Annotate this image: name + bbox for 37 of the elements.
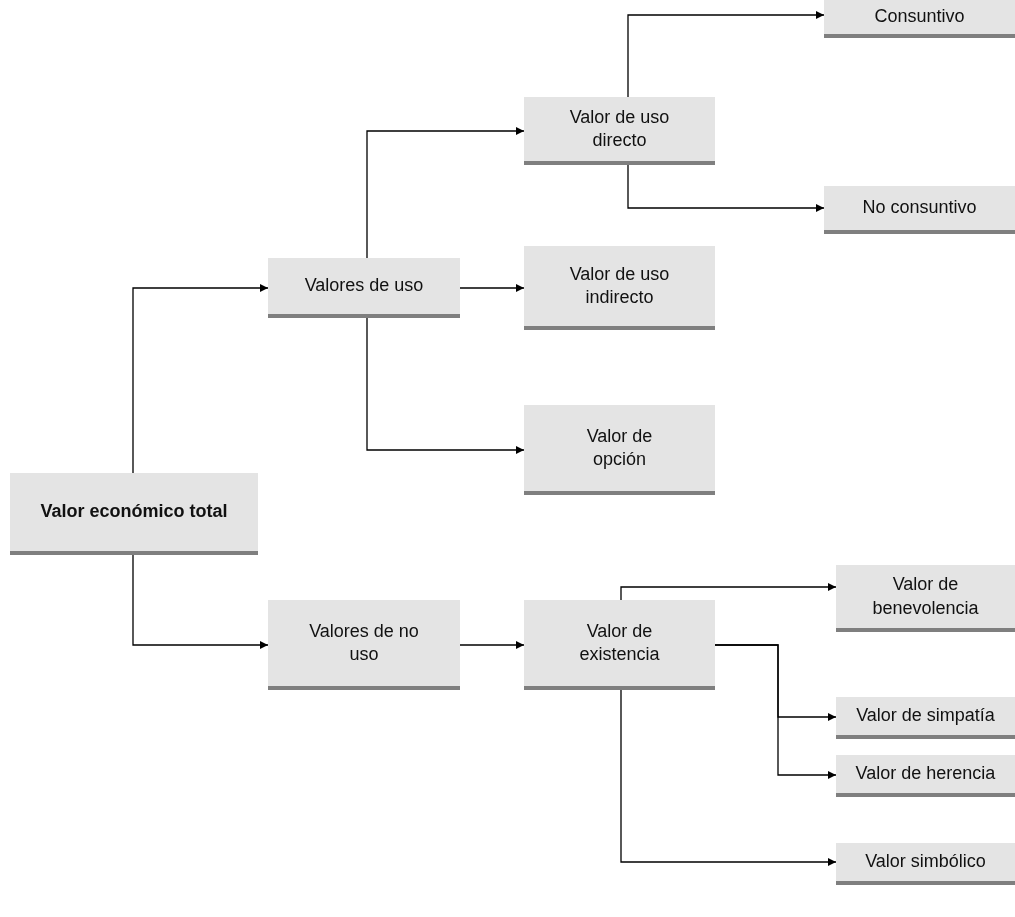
- category-box: [10, 473, 258, 555]
- connector-arrow: [459, 641, 525, 649]
- category-box: [268, 600, 460, 690]
- category-box: [824, 186, 1015, 234]
- category-box: [824, 0, 1015, 38]
- box-label: Valor de opción: [585, 424, 654, 471]
- box-label: Valor de simpatía: [856, 704, 995, 728]
- category-box: [268, 258, 460, 318]
- connector-arrow: [132, 284, 269, 474]
- box-label: Valor de herencia: [855, 762, 996, 786]
- box-label: Valor de existencia: [578, 619, 661, 666]
- box-label: Valor económico total: [40, 500, 228, 524]
- connector-arrow: [459, 284, 525, 292]
- box-label: Consuntivo: [874, 5, 965, 29]
- connector-arrow: [366, 127, 525, 259]
- connector-arrow: [620, 583, 837, 601]
- box-label: Valor de uso directo: [568, 105, 671, 152]
- connector-arrow: [366, 317, 525, 454]
- connector-arrow: [620, 689, 837, 866]
- category-box: [836, 843, 1015, 885]
- connector-arrow: [627, 11, 825, 98]
- category-box: [524, 97, 715, 165]
- category-box: [524, 246, 715, 330]
- category-box: [836, 755, 1015, 797]
- box-label: Valor simbólico: [865, 850, 986, 874]
- category-box: [524, 405, 715, 495]
- connector-arrow: [627, 164, 825, 212]
- connector-arrow: [132, 554, 269, 649]
- category-box: [836, 565, 1015, 632]
- box-label: Valor de uso indirecto: [568, 262, 671, 309]
- box-label: Valores de no uso: [309, 619, 419, 666]
- box-label: No consuntivo: [862, 196, 977, 220]
- category-box: [836, 697, 1015, 739]
- box-label: Valores de uso: [304, 274, 424, 298]
- category-box: [524, 600, 715, 690]
- box-label: Valor de benevolencia: [871, 573, 980, 620]
- connector-arrow: [714, 644, 837, 779]
